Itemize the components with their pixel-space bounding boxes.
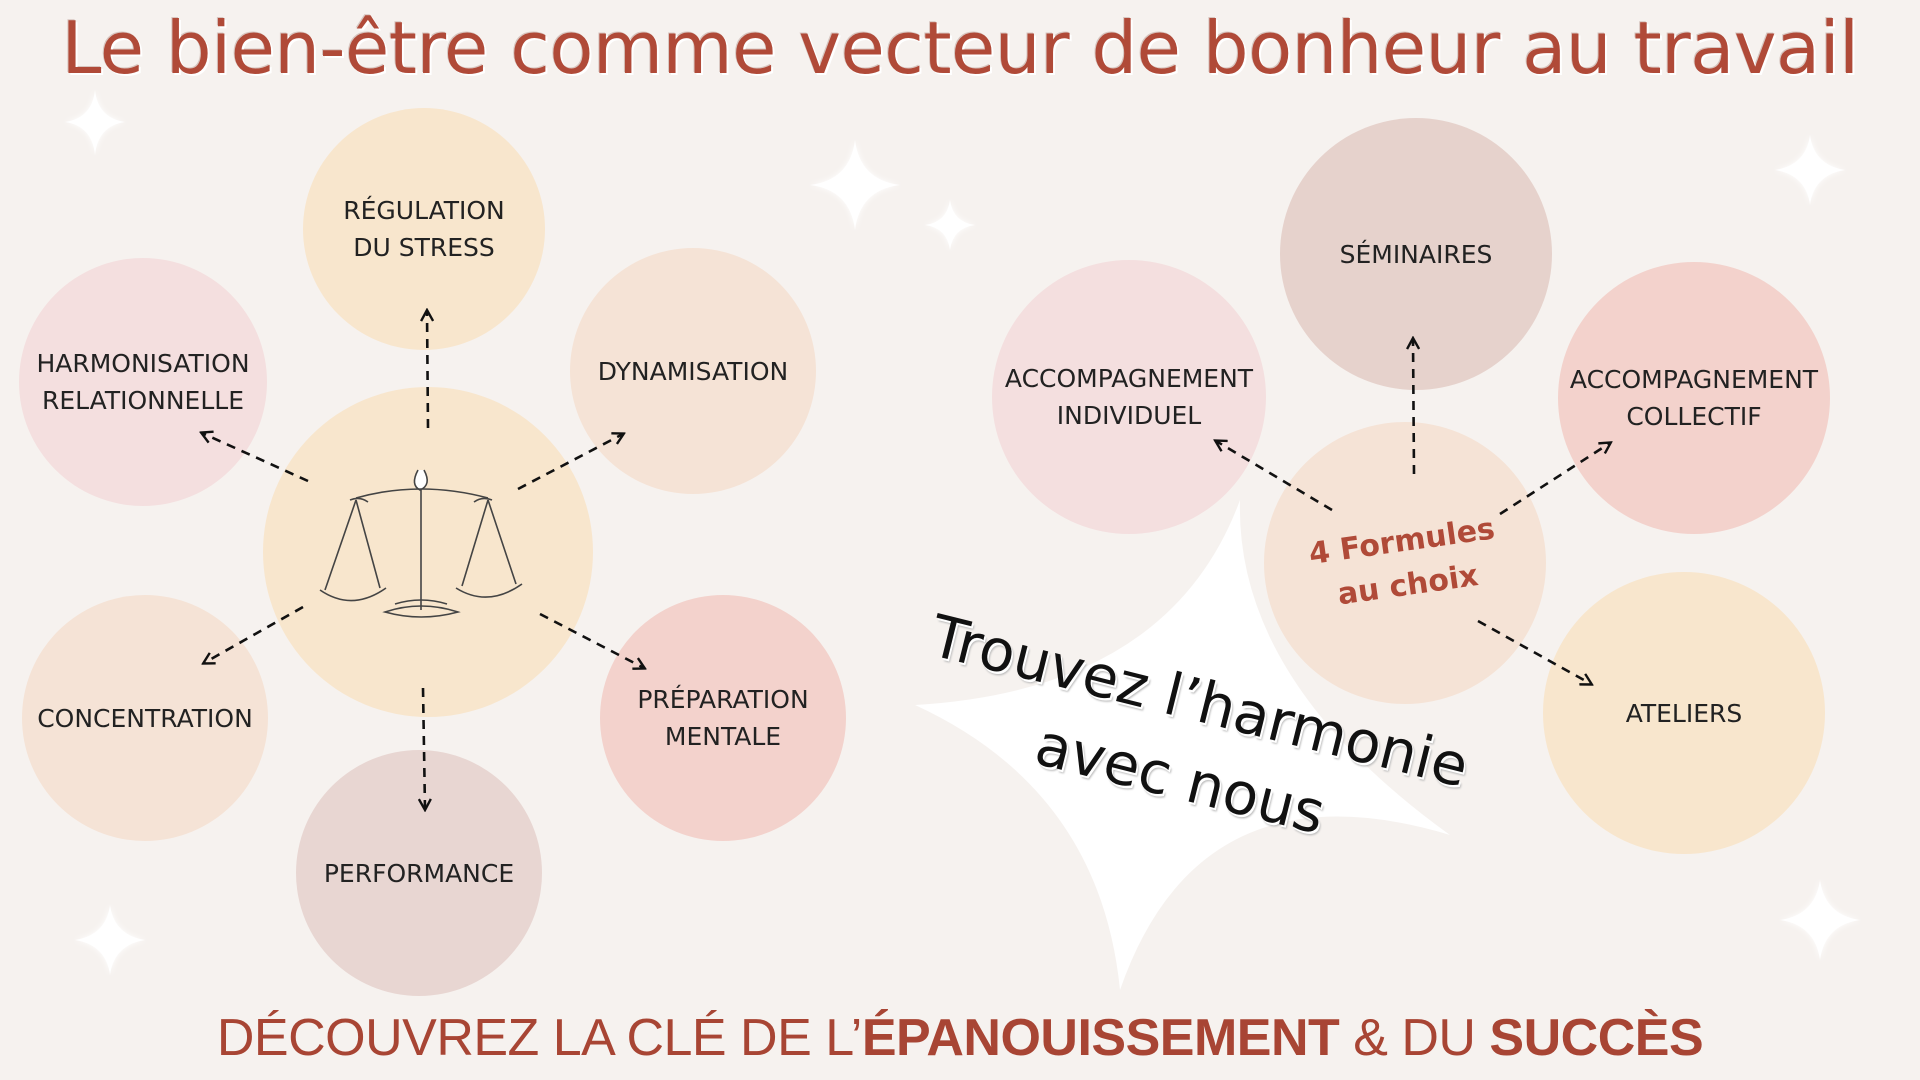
node-accompagnement-individuel: ACCOMPAGNEMENT INDIVIDUEL <box>992 260 1266 534</box>
node-performance: PERFORMANCE <box>296 750 542 996</box>
node-label: PERFORMANCE <box>323 858 515 888</box>
footer-bold-2: SUCCÈS <box>1489 1009 1704 1067</box>
arrow-to-dynamisation <box>517 434 623 491</box>
node-preparation-mentale: PRÉPARATION MENTALE <box>600 595 846 841</box>
arrow-to-harmonisation <box>202 433 309 483</box>
scales-center-circle <box>263 387 593 717</box>
footer-slogan: DÉCOUVREZ LA CLÉ DE L’ÉPANOUISSEMENT & D… <box>0 1002 1920 1074</box>
arrow-to-collectif <box>1499 443 1610 516</box>
node-label: CONCENTRATION <box>37 703 253 733</box>
sparkle-icon <box>810 140 900 230</box>
page-title: Le bien-être comme vecteur de bonheur au… <box>61 6 1859 90</box>
node-label: HARMONISATION RELATIONNELLE <box>36 349 250 415</box>
scales-of-justice-icon <box>319 469 523 618</box>
sparkle-icon <box>65 90 125 155</box>
node-label: SÉMINAIRES <box>1339 239 1493 269</box>
node-label: ATELIERS <box>1625 698 1743 728</box>
sparkle-icon <box>1775 135 1845 205</box>
arrow-to-ateliers <box>1477 619 1591 684</box>
footer-text-1: DÉCOUVREZ LA CLÉ DE L’ <box>216 1009 863 1067</box>
sparkle-icon <box>925 200 975 250</box>
arrow-to-performance <box>423 687 425 809</box>
arrow-to-individuel <box>1216 441 1333 512</box>
footer-bold-1: ÉPANOUISSEMENT <box>861 1009 1340 1067</box>
node-label: ACCOMPAGNEMENT INDIVIDUEL <box>1004 364 1254 430</box>
node-label: ACCOMPAGNEMENT COLLECTIF <box>1569 365 1819 431</box>
node-harmonisation-relationnelle: HARMONISATION RELATIONNELLE <box>19 258 267 506</box>
node-label: DYNAMISATION <box>597 356 789 386</box>
big-star-shape <box>915 500 1450 990</box>
sparkle-icon <box>1780 880 1860 960</box>
node-dynamisation: DYNAMISATION <box>570 248 816 494</box>
node-label: RÉGULATION DU STRESS <box>343 196 505 262</box>
arrow-to-regulation <box>427 311 428 429</box>
formules-center-circle <box>1264 422 1546 704</box>
footer-text-2: & DU <box>1339 1009 1490 1067</box>
node-label: PRÉPARATION MENTALE <box>637 685 809 751</box>
arrow-to-seminaires <box>1413 339 1414 475</box>
node-concentration: CONCENTRATION <box>22 595 268 841</box>
node-ateliers: ATELIERS <box>1543 572 1825 854</box>
sparkle-icon <box>75 905 145 975</box>
arrow-to-concentration <box>204 605 304 663</box>
node-accompagnement-collectif: ACCOMPAGNEMENT COLLECTIF <box>1558 262 1830 534</box>
arrow-to-preparation <box>539 612 644 668</box>
